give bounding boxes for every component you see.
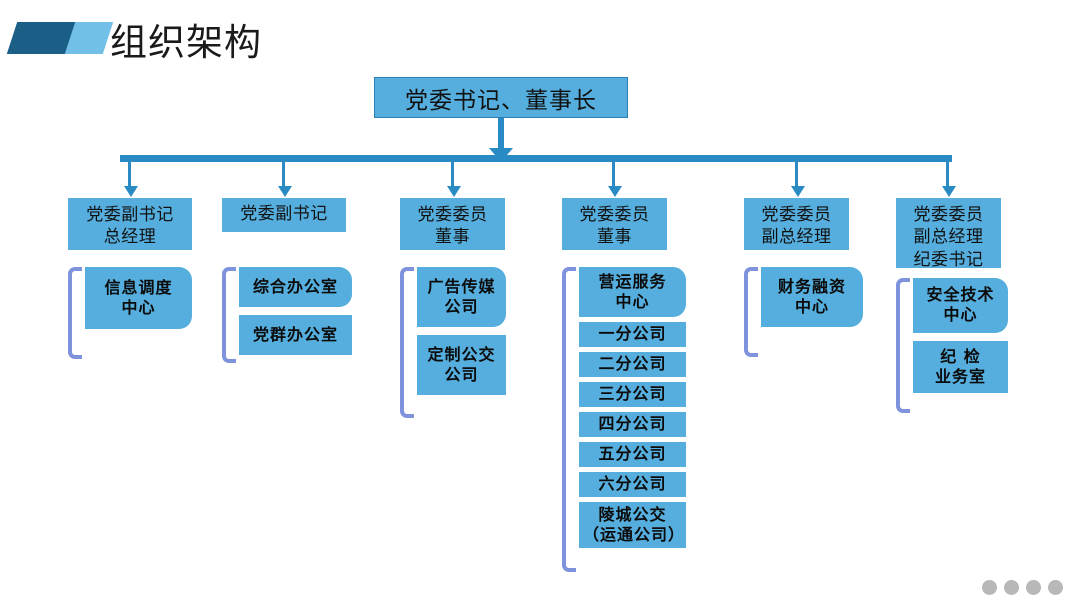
dept-node-1-1-line1: 信息调度 (104, 277, 173, 297)
role-node-5: 党委委员 副总经理 (744, 198, 849, 250)
dept-group-1: 信息调度 中心 (68, 267, 192, 359)
role-node-4: 党委委员 董事 (562, 198, 667, 250)
role-node-3: 党委委员 董事 (400, 198, 505, 250)
dept-node-4-7-line1: 六分公司 (598, 474, 667, 494)
role-node-4-line1: 党委委员 (579, 205, 650, 225)
dept-node-4-6: 五分公司 (579, 442, 686, 467)
slide-dot-3[interactable] (1026, 580, 1041, 595)
dept-node-5-1: 财务融资 中心 (761, 267, 863, 327)
role-node-1-line2: 总经理 (103, 227, 157, 248)
branch-drop-4 (612, 162, 615, 188)
dept-node-4-2: 一分公司 (579, 322, 686, 347)
page-title: 组织架构 (110, 21, 262, 64)
dept-group-3: 广告传媒 公司 定制公交 公司 (400, 267, 506, 418)
branch-column-3: 党委委员 董事 广告传媒 公司 定制公交 公司 (400, 198, 506, 418)
role-node-5-line2: 副总经理 (761, 227, 832, 248)
dept-group-4: 营运服务 中心 一分公司 二分公司 三分公司 四分公司 五分公司 六分公司 (562, 267, 686, 572)
dept-node-4-2-line1: 一分公司 (598, 324, 667, 344)
branch-column-5: 党委委员 副总经理 财务融资 中心 (744, 198, 863, 357)
dept-node-6-1: 安全技术 中心 (913, 278, 1008, 333)
branch-arrow-6 (942, 186, 956, 197)
dept-node-5-1-line1: 财务融资 (777, 276, 846, 296)
branch-column-4: 党委委员 董事 营运服务 中心 一分公司 二分公司 三分公司 四分公司 五分公司 (562, 198, 686, 572)
dept-node-1-1: 信息调度 中心 (85, 267, 192, 329)
dept-node-4-4-line1: 三分公司 (598, 384, 667, 404)
dept-node-4-3: 二分公司 (579, 352, 686, 377)
role-node-6-line3: 纪委书记 (913, 249, 984, 270)
dept-group-2: 综合办公室 党群办公室 (222, 267, 352, 363)
dept-node-4-5: 四分公司 (579, 412, 686, 437)
branch-arrow-3 (447, 186, 461, 197)
dept-group-6: 安全技术 中心 纪 检 业务室 (896, 278, 1008, 413)
role-node-1-line1: 党委副书记 (86, 205, 174, 225)
role-node-6: 党委委员 副总经理 纪委书记 (896, 198, 1001, 270)
dept-node-3-2: 定制公交 公司 (417, 335, 506, 395)
dept-bracket-1 (68, 267, 82, 359)
dept-node-4-8-line2: （运通公司） (583, 524, 686, 544)
dept-node-4-1-line2: 中心 (615, 291, 650, 311)
dept-node-4-6-line1: 五分公司 (598, 444, 667, 464)
dept-node-3-1-line2: 公司 (444, 296, 479, 316)
role-node-5-line1: 党委委员 (761, 205, 832, 225)
brand-logo (6, 22, 114, 54)
dept-node-2-2: 党群办公室 (239, 315, 352, 355)
slide-dot-1[interactable] (982, 580, 997, 595)
root-node: 党委书记、董事长 (374, 77, 628, 118)
role-node-3-line1: 党委委员 (417, 205, 488, 225)
slide-dot-4[interactable] (1048, 580, 1063, 595)
dept-node-2-2-line1: 党群办公室 (252, 324, 338, 344)
branch-drop-1 (128, 162, 131, 188)
branch-column-2: 党委副书记 综合办公室 党群办公室 (222, 198, 352, 363)
slide-dot-2[interactable] (1004, 580, 1019, 595)
dept-node-4-1: 营运服务 中心 (579, 267, 686, 317)
dept-node-1-1-line2: 中心 (121, 297, 156, 317)
dept-node-4-8: 陵城公交 （运通公司） (579, 502, 686, 548)
dept-node-5-1-line2: 中心 (794, 296, 829, 316)
branch-drop-3 (451, 162, 454, 188)
role-node-6-line2: 副总经理 (913, 227, 984, 248)
branch-arrow-1 (124, 186, 138, 197)
role-node-1: 党委副书记 总经理 (68, 198, 192, 250)
dept-group-5: 财务融资 中心 (744, 267, 863, 357)
dept-bracket-6 (896, 278, 910, 413)
dept-node-4-3-line1: 二分公司 (598, 354, 667, 374)
dept-node-4-1-line1: 营运服务 (598, 271, 667, 291)
dept-node-6-2-line1: 纪 检 (940, 346, 981, 366)
dept-node-2-1: 综合办公室 (239, 267, 352, 307)
dept-node-4-8-line1: 陵城公交 (598, 504, 667, 524)
branch-arrow-2 (278, 186, 292, 197)
dept-bracket-4 (562, 267, 576, 572)
dept-node-3-1-line1: 广告传媒 (427, 276, 496, 296)
branch-column-1: 党委副书记 总经理 信息调度 中心 (68, 198, 192, 359)
branch-arrow-4 (608, 186, 622, 197)
dept-bracket-3 (400, 267, 414, 418)
role-node-3-line2: 董事 (435, 227, 470, 248)
branch-drop-5 (795, 162, 798, 188)
role-node-6-line1: 党委委员 (913, 205, 984, 225)
dept-node-4-7: 六分公司 (579, 472, 686, 497)
branch-column-6: 党委委员 副总经理 纪委书记 安全技术 中心 纪 检 业务室 (896, 198, 1008, 413)
role-node-2-line1: 党委副书记 (240, 204, 328, 225)
dept-bracket-2 (222, 267, 236, 363)
dept-node-6-1-line2: 中心 (943, 305, 978, 324)
root-node-label: 党委书记、董事长 (405, 87, 597, 114)
dept-node-6-1-line1: 安全技术 (926, 285, 995, 305)
dept-node-3-2-line1: 定制公交 (427, 344, 496, 364)
branch-arrow-5 (791, 186, 805, 197)
horizontal-connector-bar (120, 155, 952, 162)
dept-node-2-1-line1: 综合办公室 (252, 276, 338, 296)
dept-node-3-1: 广告传媒 公司 (417, 267, 506, 327)
dept-node-3-2-line2: 公司 (444, 364, 479, 384)
dept-node-6-2-line2: 业务室 (934, 366, 986, 386)
root-connector-stem (498, 118, 504, 152)
dept-bracket-5 (744, 267, 758, 357)
dept-node-6-2: 纪 检 业务室 (913, 341, 1008, 393)
dept-node-4-4: 三分公司 (579, 382, 686, 407)
branch-drop-2 (282, 162, 285, 188)
role-node-2: 党委副书记 (222, 198, 346, 232)
branch-drop-6 (946, 162, 949, 188)
dept-node-4-5-line1: 四分公司 (598, 414, 667, 434)
role-node-4-line2: 董事 (597, 227, 632, 248)
slide-indicator-dots[interactable] (982, 580, 1063, 595)
